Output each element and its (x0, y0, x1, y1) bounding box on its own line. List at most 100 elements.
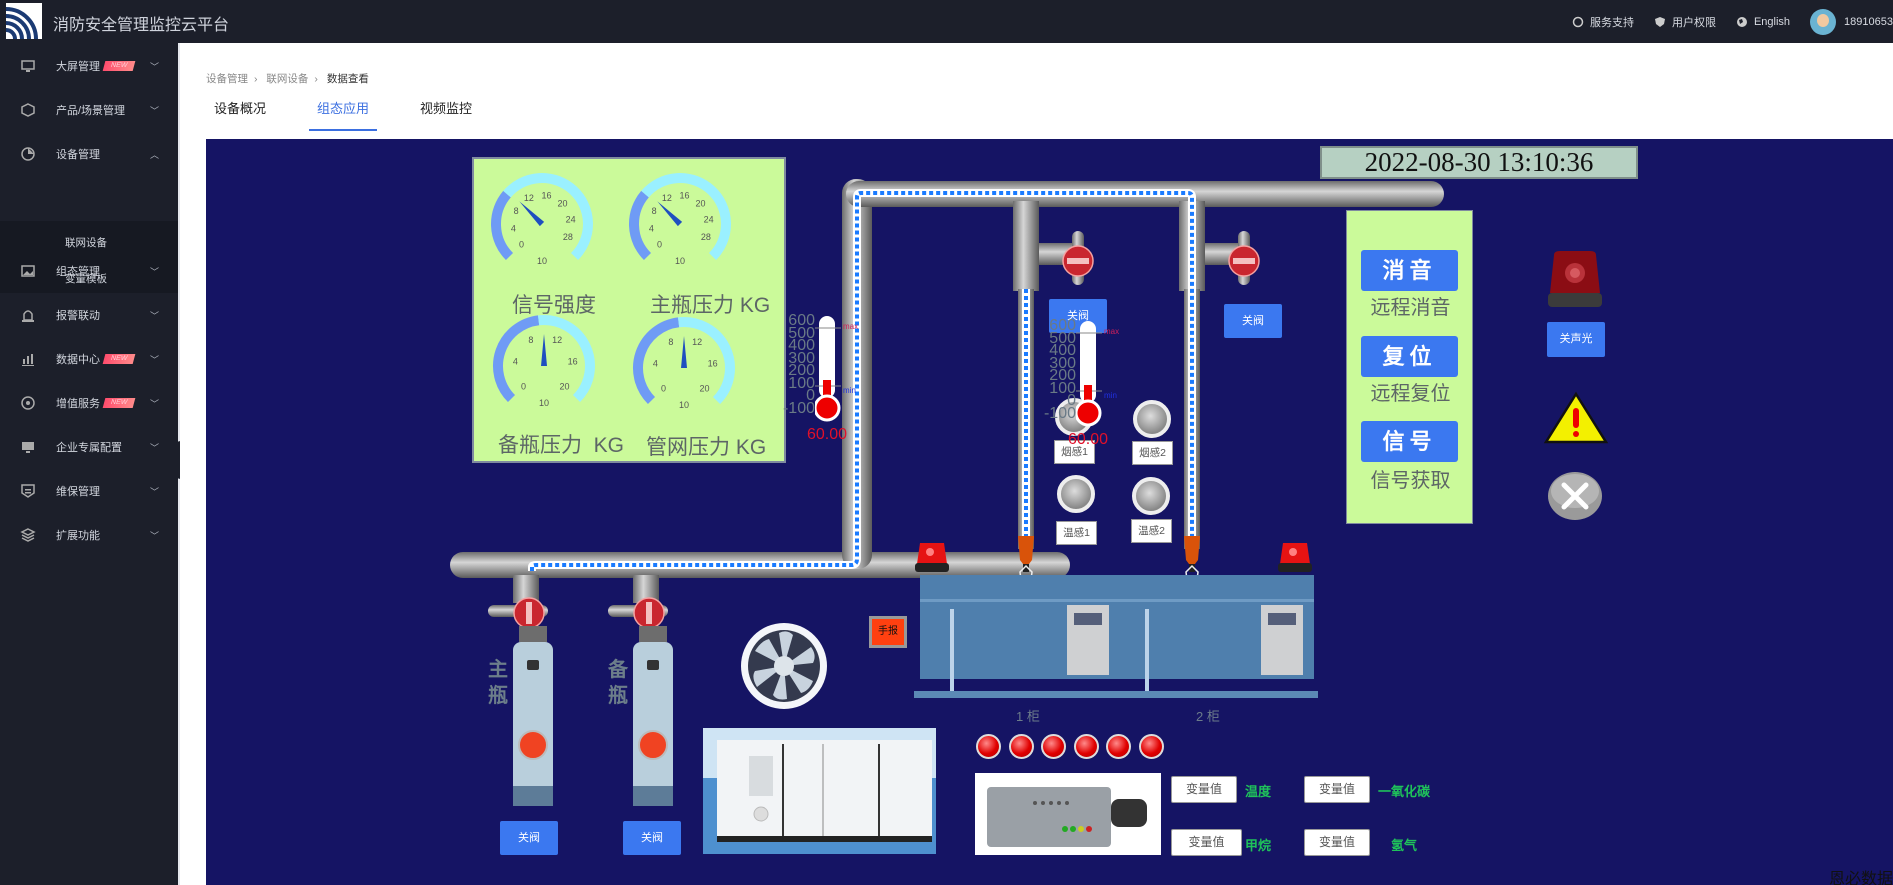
coin-icon (20, 395, 36, 411)
heat-sensor-1-indicator (1057, 475, 1095, 513)
temperature-label: 温度 (1245, 784, 1272, 799)
main-bottle-illustration (513, 626, 553, 806)
valve-backup-bottle-icon[interactable] (633, 597, 665, 629)
heat-sensor-1-label: 温感1 (1056, 521, 1097, 545)
gauge-tick-label: 16 (680, 190, 690, 200)
pie-chart-icon (20, 146, 36, 162)
warning-icon (1543, 391, 1609, 444)
tab-video-monitoring[interactable]: 视频监控 (420, 101, 473, 116)
gauge-tick-label: 8 (514, 206, 519, 216)
gauge-center-label: 10 (539, 398, 549, 408)
breadcrumb-item[interactable]: 联网设备 (266, 73, 309, 85)
app-title: 消防安全管理监控云平台 (53, 17, 230, 34)
bar-chart-icon (20, 351, 36, 367)
close-valve-button-main-bottle[interactable]: 关阀 (500, 821, 558, 855)
chevron-down-icon: ﹀ (150, 442, 160, 453)
gauge-arc (491, 190, 514, 261)
sidebar-item-7[interactable]: 企业专属配置 ﹀ (0, 425, 178, 469)
avatar[interactable] (1810, 8, 1837, 35)
alarm-led (1106, 734, 1131, 759)
gauge-tick-label: 16 (708, 358, 718, 368)
reset-button[interactable]: 复位 (1361, 336, 1458, 377)
thermometer-scale-label: 100 (788, 374, 815, 392)
thermometer-value: 60.00 (807, 426, 848, 443)
gauge-tick-label: 0 (661, 384, 666, 394)
support-link[interactable]: 服务支持 (1572, 14, 1634, 30)
username[interactable]: 18910653 (1844, 15, 1893, 28)
thermometer-scale-label: 200 (1049, 367, 1076, 384)
sidebar-item-3[interactable]: 组态管理 ﹀ (0, 249, 178, 293)
chevron-down-icon: ﹀ (150, 266, 160, 277)
gauge-center-label: 10 (679, 400, 689, 410)
sidebar-subitem-networked-devices[interactable]: 联网设备 (65, 237, 107, 249)
signal-button[interactable]: 信号 (1361, 421, 1458, 462)
alarm-led (1008, 734, 1034, 759)
chevron-down-icon: ﹀ (150, 486, 160, 497)
sidebar-item-label: 设备管理 (56, 149, 100, 161)
sidebar-item-8[interactable]: 维保管理﹀ (0, 469, 178, 513)
alarm-led (1041, 734, 1066, 759)
cube-icon (20, 102, 36, 118)
sidebar-subitem-variable-templates[interactable]: 变量模板 (65, 273, 107, 285)
close-sound-light-button[interactable]: 关声光 (1547, 322, 1605, 357)
tab-scada-app[interactable]: 组态应用 (309, 98, 378, 131)
breadcrumb-separator: › (314, 73, 318, 85)
chevron-down-icon: ﹀ (150, 398, 160, 409)
language-switch[interactable]: English (1736, 16, 1790, 28)
manual-alarm-button[interactable]: 手报 (869, 616, 907, 648)
gauge-arc (538, 315, 595, 403)
gauge-center-label: 10 (537, 256, 547, 266)
gauge-tick-label: 8 (668, 337, 673, 347)
gauge-tick-label: 12 (662, 193, 672, 203)
sidebar-item-1[interactable]: 产品/场景管理﹀ (0, 88, 178, 132)
language-label: English (1753, 15, 1791, 28)
gauge-needle (519, 201, 545, 227)
gauge-tick-label: 28 (701, 232, 711, 242)
gauge-needle (681, 336, 687, 368)
chevron-down-icon: ﹀ (150, 105, 160, 116)
smoke-sensor-2-indicator (1133, 400, 1171, 438)
permissions-label: 用户权限 (1671, 16, 1716, 29)
sidebar-item-label: 组态管理 (56, 266, 100, 278)
support-label: 服务支持 (1589, 16, 1634, 29)
close-valve-button-backup-bottle[interactable]: 关阀 (623, 821, 681, 855)
sidebar-item-9[interactable]: 扩展功能﹀ (0, 513, 178, 557)
sidebar-item-4[interactable]: 报警联动﹀ (0, 293, 178, 337)
thermometer-scale-label: 400 (1049, 342, 1076, 359)
valve-2-icon[interactable] (1228, 245, 1260, 277)
thermometer-scale-label: 300 (788, 349, 815, 367)
smoke-sensor-2-label: 烟感2 (1132, 441, 1173, 465)
thermometer-min-label: min (843, 386, 856, 395)
breadcrumb-item[interactable]: 设备管理 (206, 73, 248, 85)
valve-1-icon[interactable] (1062, 245, 1094, 277)
headset-icon (1572, 16, 1584, 27)
close-valve-button-1[interactable]: 关阀 (1049, 299, 1107, 333)
valve-main-bottle-icon[interactable] (513, 597, 545, 629)
gauge-arc (678, 317, 735, 405)
new-badge: NEW (102, 354, 136, 364)
close-valve-button-2[interactable]: 关阀 (1224, 304, 1282, 338)
gauge-tick-label: 28 (563, 232, 573, 242)
gas-detector-image (975, 773, 1161, 855)
tab-bar: 设备概况 组态应用 视频监控 (214, 98, 523, 131)
submenu-device-management: 联网设备 变量模板 (0, 221, 178, 293)
backup-bottle-label: 备瓶 (608, 659, 628, 707)
gauge-center-label: 10 (675, 256, 685, 266)
sidebar-item-label: 报警联动 (56, 310, 100, 322)
globe-icon (1736, 16, 1747, 27)
sidebar-item-label: 企业专属配置 (56, 442, 122, 454)
chevron-down-icon: ﹀ (150, 61, 160, 72)
tab-device-overview[interactable]: 设备概况 (214, 101, 267, 116)
silence-button[interactable]: 消音 (1361, 250, 1458, 291)
sidebar-item-label: 扩展功能 (56, 530, 100, 542)
sidebar-item-2[interactable]: 设备管理︿ (0, 132, 178, 176)
permissions-link[interactable]: 用户权限 (1654, 14, 1716, 30)
close-circle-icon[interactable] (1547, 471, 1603, 521)
thermometer-max-label: max (1104, 327, 1120, 336)
